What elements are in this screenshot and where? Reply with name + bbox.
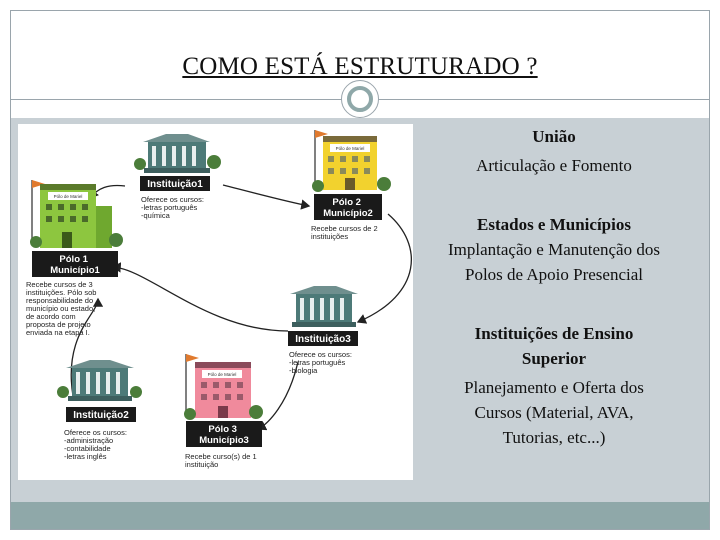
polo1-building-icon: Pólo de Mariel bbox=[30, 180, 123, 248]
instituicao1-label-box bbox=[140, 176, 210, 191]
instituicao3-description: Oferece os cursos: -letras português -bi… bbox=[289, 350, 354, 375]
uniao-block: União Articulação e Fomento bbox=[423, 124, 685, 178]
instituicao3-label-box bbox=[288, 331, 358, 346]
instituicao1-building-icon bbox=[134, 134, 221, 173]
estados-block: Estados e Municípios Implantação e Manut… bbox=[423, 212, 685, 287]
polo3-label: Pólo 3 Município3 bbox=[199, 424, 249, 446]
connection-arrows bbox=[70, 184, 412, 431]
instituicao2-building-icon bbox=[57, 360, 142, 401]
uniao-text: Articulação e Fomento bbox=[476, 156, 632, 175]
instituicao3-label: Instituição3 bbox=[295, 334, 351, 345]
polo1-label: Pólo 1 Município1 bbox=[50, 254, 100, 276]
arrow-inst1-polo2 bbox=[222, 184, 311, 210]
polo1-description: Recebe cursos de 3 instituições. Pólo so… bbox=[26, 280, 99, 337]
estados-heading: Estados e Municípios bbox=[477, 215, 631, 234]
instituicao1-description: Oferece os cursos: -letras português -qu… bbox=[141, 195, 206, 220]
diagram-panel: Instituição1 Oferece os cursos: -letras … bbox=[18, 124, 413, 480]
estados-text-line1: Implantação e Manutenção dos bbox=[448, 240, 660, 259]
ring-ornament-icon bbox=[341, 80, 379, 118]
ies-block: Instituições de Ensino Superior Planejam… bbox=[423, 321, 685, 450]
polo3-label-box bbox=[186, 421, 262, 447]
instituicao2-label-box bbox=[66, 407, 136, 422]
estados-text-line2: Polos de Apoio Presencial bbox=[464, 265, 643, 284]
polo2-building-sign: Pólo de Mariel bbox=[336, 146, 365, 151]
arrow-inst3-polo2 bbox=[356, 213, 412, 324]
ies-heading-line1: Instituições de Ensino bbox=[474, 324, 634, 343]
ies-text-line3: Tutorias, etc...) bbox=[502, 428, 606, 447]
instituicao3-building-icon bbox=[290, 286, 358, 327]
polo3-building-icon: Pólo de Mariel bbox=[184, 354, 263, 420]
polo2-building-icon: Pólo de Mariel bbox=[312, 130, 391, 192]
arrow-inst3-polo1 bbox=[111, 262, 289, 332]
polo1-label-box bbox=[32, 251, 118, 277]
polo2-description: Recebe cursos de 2 instituições bbox=[311, 224, 380, 241]
ies-heading-line2: Superior bbox=[521, 349, 587, 368]
polo2-label: Pólo 2 Município2 bbox=[323, 197, 373, 219]
uniao-heading: União bbox=[532, 127, 576, 146]
instituicao2-description: Oferece os cursos: -administração -conta… bbox=[64, 428, 129, 461]
arrow-inst2-polo1 bbox=[70, 297, 104, 397]
diagram-svg: Instituição1 Oferece os cursos: -letras … bbox=[26, 130, 412, 469]
instituicao1-label: Instituição1 bbox=[147, 179, 203, 190]
footer-band bbox=[11, 502, 709, 529]
ies-text-line1: Planejamento e Oferta dos bbox=[464, 378, 644, 397]
polo3-building-sign: Pólo de Mariel bbox=[208, 372, 237, 377]
polo2-label-box bbox=[314, 194, 382, 220]
instituicao2-label: Instituição2 bbox=[73, 410, 129, 421]
ies-text-line2: Cursos (Material, AVA, bbox=[474, 403, 634, 422]
slide-title: COMO ESTÁ ESTRUTURADO ? bbox=[182, 53, 538, 80]
polo1-building-sign: Pólo de Mariel bbox=[54, 194, 83, 199]
polo3-description: Recebe curso(s) de 1 instituição bbox=[185, 452, 259, 469]
